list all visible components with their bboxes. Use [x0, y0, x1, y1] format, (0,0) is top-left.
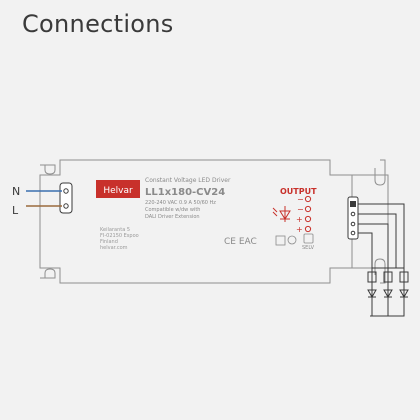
address-line-3: Finland: [100, 239, 118, 245]
led-symbol-icon: [272, 206, 291, 222]
spec-line-1: 220-240 VAC 0.9 A 50/60 Hz: [145, 200, 216, 206]
page-title: Connections: [22, 10, 174, 38]
selv-label: SELV: [302, 245, 315, 251]
brand-logo-text: Helvar: [103, 186, 133, 196]
output-label: OUTPUT: [280, 187, 317, 196]
neutral-label: N: [12, 185, 20, 198]
spec-line-2: Compatible w/dw with: [145, 207, 200, 213]
output-terminal-block: [347, 196, 359, 240]
address-line-4: helvar.com: [100, 245, 128, 251]
output-terminal-markers: [304, 195, 312, 233]
product-line: Constant Voltage LED Driver: [145, 177, 231, 184]
address-line-1: Keilaranta 5: [100, 227, 130, 233]
model-name: LL1x180-CV24: [145, 187, 225, 198]
certification-marks: CE EAC: [224, 237, 257, 247]
output-sign-3: +: [296, 215, 303, 224]
led-load-icons: [367, 271, 409, 299]
output-sign-2: −: [297, 205, 304, 214]
safety-icons: [275, 233, 314, 246]
output-sign-1: −: [297, 195, 304, 204]
address-line-2: FI-02150 Espoo: [100, 233, 139, 239]
live-label: L: [12, 204, 19, 217]
brand-logo: [96, 180, 140, 198]
input-terminal-block: [59, 182, 73, 214]
driver-body: [39, 159, 389, 284]
output-sign-4: +: [296, 225, 303, 234]
spec-line-3: DALI Driver Extension: [145, 214, 200, 220]
output-wiring: [358, 203, 405, 317]
